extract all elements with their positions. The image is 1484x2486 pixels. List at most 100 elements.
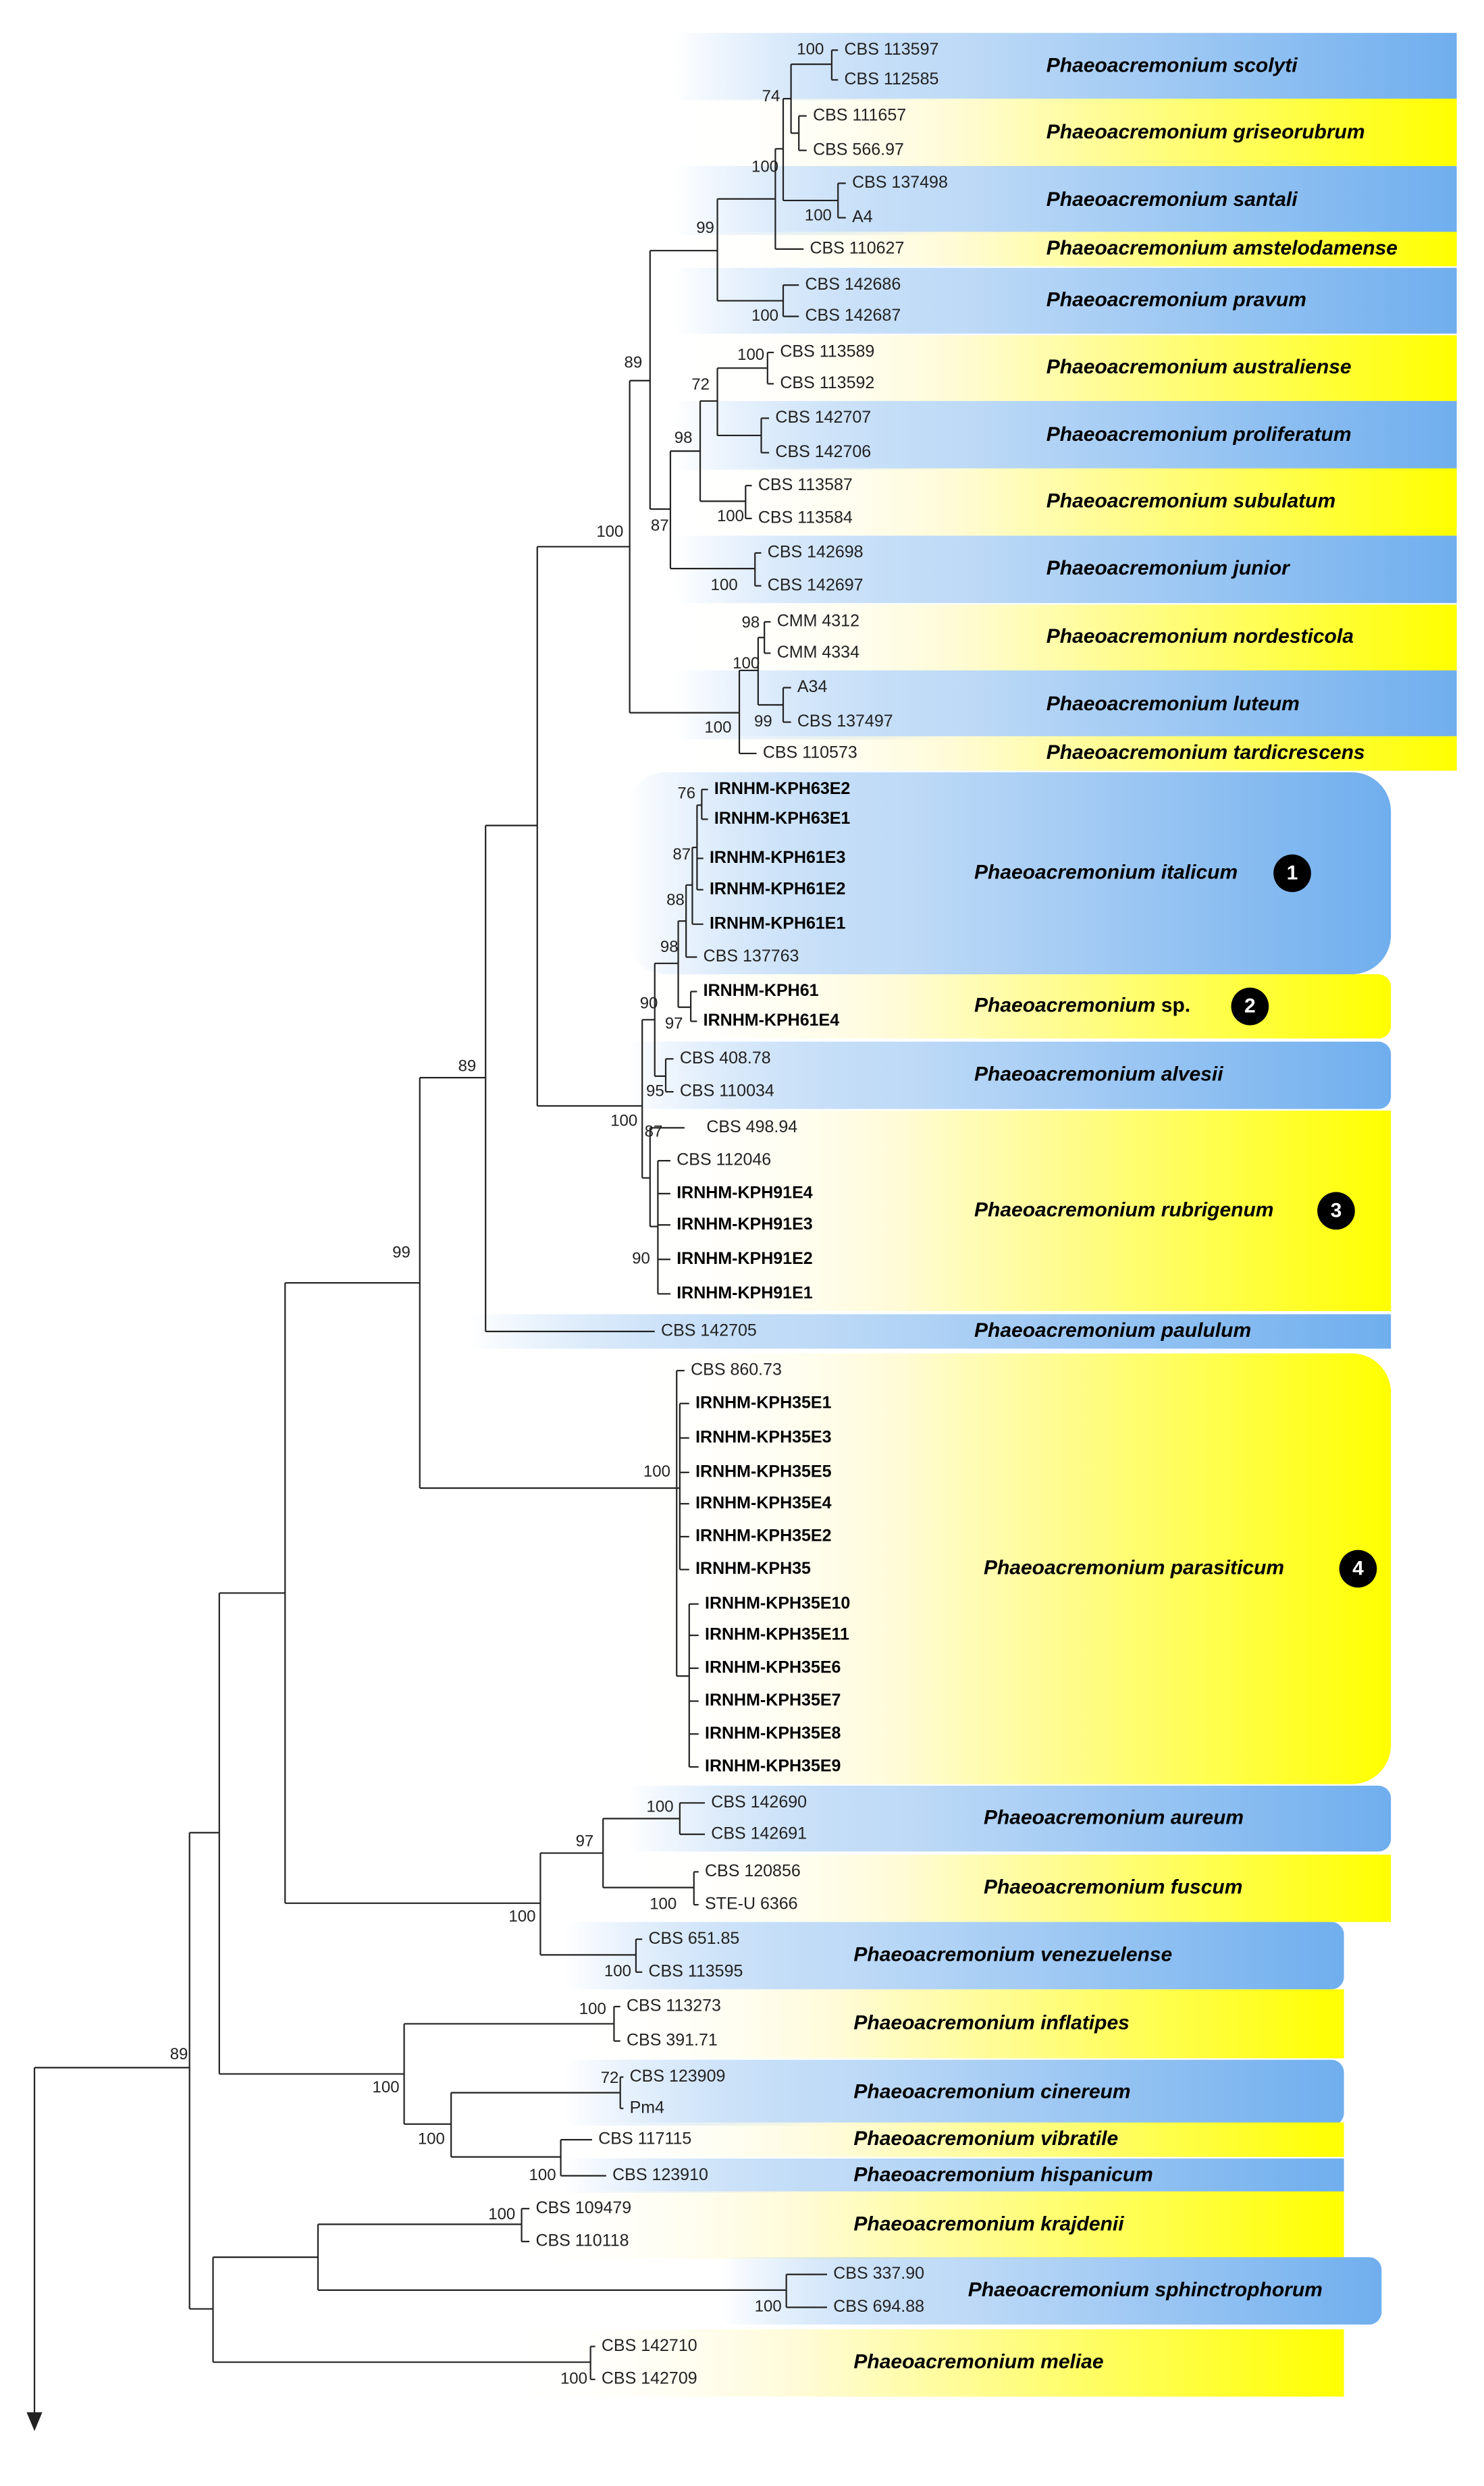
tip-label: A4 bbox=[852, 207, 873, 226]
species-label: Phaeoacremonium aureum bbox=[984, 1806, 1244, 1828]
tip-label: CBS 391.71 bbox=[627, 2031, 718, 2050]
bootstrap-value: 72 bbox=[691, 375, 710, 394]
bootstrap-value: 99 bbox=[696, 219, 714, 237]
tip-label: CBS 337.90 bbox=[833, 2264, 924, 2283]
species-label: Phaeoacremonium venezuelense bbox=[853, 1943, 1172, 1965]
tip-label: IRNHM-KPH63E1 bbox=[714, 809, 851, 828]
species-label: Phaeoacremonium inflatipes bbox=[853, 2011, 1129, 2034]
clade-number-badge bbox=[1317, 1192, 1355, 1230]
clade-band bbox=[501, 2191, 1344, 2259]
tip-label: CBS 113589 bbox=[780, 342, 874, 361]
tip-label: CBS 113587 bbox=[758, 475, 853, 494]
bootstrap-value: 100 bbox=[717, 507, 744, 525]
tip-label: IRNHM-KPH35E5 bbox=[695, 1462, 832, 1481]
clade-number: 1 bbox=[1287, 862, 1298, 884]
clade-band bbox=[627, 1110, 1392, 1311]
bootstrap-value: 89 bbox=[170, 2045, 188, 2063]
tip-label: CBS 123910 bbox=[612, 2165, 708, 2184]
species-label: Phaeoacremonium griseorubrum bbox=[1046, 121, 1365, 143]
species-label: Phaeoacremonium rubrigenum bbox=[974, 1198, 1273, 1221]
species-label: Phaeoacremonium amstelodamense bbox=[1046, 237, 1398, 259]
tip-label: CBS 142709 bbox=[602, 2369, 697, 2388]
bootstrap-value: 99 bbox=[754, 712, 772, 731]
tip-label: CBS 109479 bbox=[535, 2198, 631, 2217]
species-label: Phaeoacremonium meliae bbox=[853, 2351, 1103, 2373]
bootstrap-value: 100 bbox=[704, 718, 731, 737]
species-label: Phaeoacremonium krajdenii bbox=[853, 2213, 1124, 2235]
bootstrap-value: 100 bbox=[733, 654, 760, 672]
clade-band bbox=[627, 974, 1392, 1039]
species-label: Phaeoacremonium scolyti bbox=[1046, 55, 1298, 77]
tip-label: IRNHM-KPH35E2 bbox=[695, 1527, 831, 1545]
bootstrap-value: 97 bbox=[576, 1832, 594, 1851]
tip-label: CBS 110118 bbox=[535, 2231, 629, 2250]
bootstrap-value: 100 bbox=[643, 1462, 670, 1481]
bootstrap-value: 100 bbox=[797, 41, 824, 59]
species-label: Phaeoacremonium australiense bbox=[1046, 356, 1352, 378]
clade-number-badge bbox=[1339, 1550, 1377, 1588]
bootstrap-value: 98 bbox=[741, 614, 760, 632]
bootstrap-value: 100 bbox=[751, 307, 778, 325]
species-label: Phaeoacremonium cinereum bbox=[853, 2080, 1130, 2102]
tip-label: CBS 142710 bbox=[602, 2336, 697, 2355]
species-label: Phaeoacremonium santali bbox=[1046, 188, 1298, 211]
clade-band bbox=[673, 400, 1457, 470]
bootstrap-value: 100 bbox=[508, 1907, 535, 1926]
tip-label: STE-U 6366 bbox=[705, 1895, 798, 1913]
tip-label: A34 bbox=[797, 677, 828, 696]
clade-band bbox=[627, 1785, 1392, 1852]
bootstrap-value: 100 bbox=[596, 523, 623, 541]
species-label: Phaeoacremonium sp. bbox=[974, 995, 1190, 1017]
clade-band bbox=[627, 1041, 1392, 1109]
tip-label: IRNHM-KPH61 bbox=[704, 981, 819, 1000]
tip-label: IRNHM-KPH91E4 bbox=[677, 1183, 813, 1202]
species-label: Phaeoacremonium sphinctrophorum bbox=[968, 2279, 1323, 2301]
bootstrap-value: 87 bbox=[645, 1123, 663, 1141]
clade-band bbox=[673, 267, 1457, 334]
bootstrap-value: 90 bbox=[640, 994, 658, 1012]
species-label: Phaeoacremonium paululum bbox=[974, 1319, 1251, 1342]
clade-band bbox=[564, 2059, 1344, 2126]
clade-band bbox=[501, 2329, 1344, 2397]
clade-band bbox=[673, 468, 1457, 536]
clade-number: 4 bbox=[1352, 1557, 1364, 1579]
tip-label: CBS 408.78 bbox=[680, 1049, 771, 1067]
tip-label: CBS 142705 bbox=[661, 1321, 757, 1340]
clade-band bbox=[564, 2122, 1344, 2157]
species-label: Phaeoacremonium pravum bbox=[1046, 288, 1306, 311]
bootstrap-value: 89 bbox=[624, 354, 642, 372]
tip-label: IRNHM-KPH91E3 bbox=[677, 1215, 812, 1234]
clade-band bbox=[673, 670, 1457, 740]
tip-label: CBS 112585 bbox=[844, 70, 938, 88]
tip-label: CBS 142686 bbox=[805, 275, 901, 294]
tip-label: CBS 694.88 bbox=[833, 2297, 924, 2316]
tip-label: CBS 142691 bbox=[711, 1824, 807, 1843]
species-label: Phaeoacremonium italicum bbox=[974, 861, 1238, 883]
tip-label: CBS 566.97 bbox=[813, 140, 904, 159]
species-label: Phaeoacremonium junior bbox=[1046, 557, 1291, 579]
tip-label: CBS 860.73 bbox=[691, 1360, 782, 1379]
bootstrap-value: 100 bbox=[650, 1895, 677, 1913]
bootstrap-value: 100 bbox=[488, 2205, 515, 2223]
tip-label: CBS 117115 bbox=[598, 2130, 691, 2148]
bootstrap-value: 98 bbox=[660, 938, 679, 956]
tip-label: IRNHM-KPH61E4 bbox=[704, 1011, 840, 1030]
clade-band bbox=[627, 1353, 1392, 1784]
bootstrap-value: 100 bbox=[418, 2130, 445, 2148]
species-label: Phaeoacremonium proliferatum bbox=[1046, 423, 1352, 446]
tip-label: CBS 113273 bbox=[627, 1996, 721, 2015]
bootstrap-value: 100 bbox=[647, 1798, 674, 1816]
bootstrap-values: 1007410010099100100721009810087100899810… bbox=[170, 41, 832, 2388]
tip-label: CBS 110034 bbox=[680, 1082, 774, 1101]
bootstrap-value: 87 bbox=[651, 517, 669, 535]
tip-label: IRNHM-KPH61E1 bbox=[710, 914, 846, 932]
tip-label: CBS 113597 bbox=[844, 40, 938, 59]
tip-label: CBS 137498 bbox=[852, 173, 948, 192]
bootstrap-value: 100 bbox=[751, 158, 778, 176]
tip-label: IRNHM-KPH35E3 bbox=[695, 1427, 831, 1446]
tip-label: IRNHM-KPH35E6 bbox=[705, 1658, 841, 1676]
tip-label: CBS 142698 bbox=[768, 543, 864, 562]
tip-label: CBS 112046 bbox=[677, 1151, 771, 1169]
bootstrap-value: 89 bbox=[458, 1057, 477, 1075]
